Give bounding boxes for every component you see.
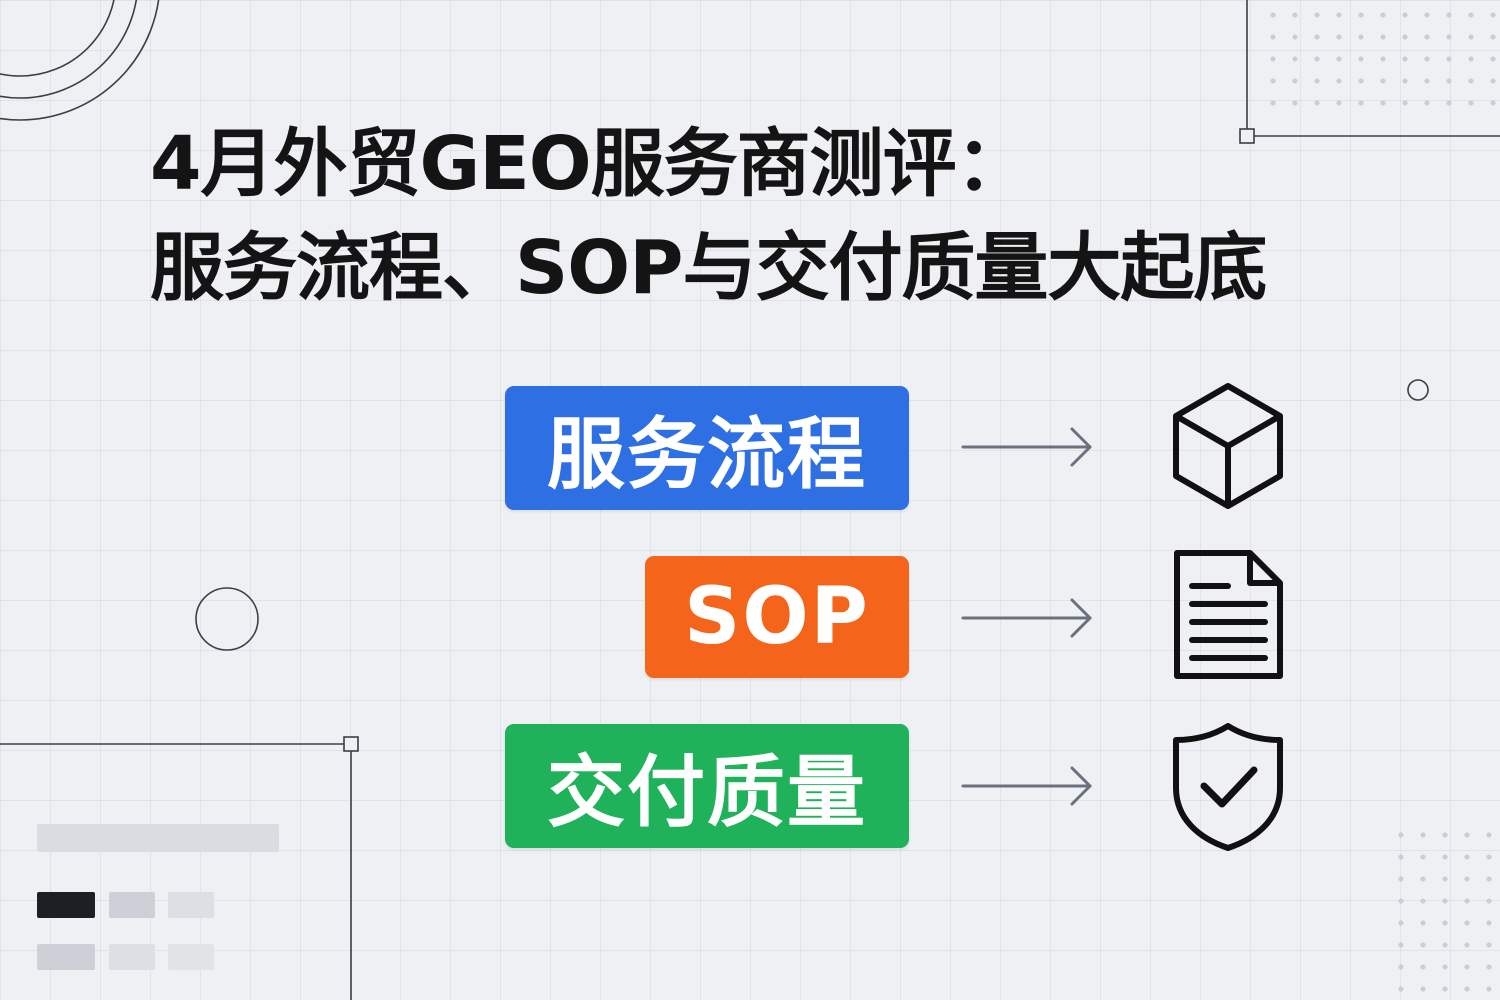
skeleton-bar — [168, 892, 214, 918]
title-line-2: 服务流程、SOP与交付质量大起底 — [150, 225, 1267, 311]
cube-icon — [1173, 383, 1283, 509]
document-icon — [1174, 550, 1283, 679]
arrow-right-icon — [961, 766, 1092, 806]
skeleton-bar — [37, 944, 95, 970]
decorative-dot-grid-bottom-right — [1390, 824, 1500, 1000]
skeleton-bar — [109, 944, 155, 970]
title-line-1: 4月外贸GEO服务商测评： — [150, 121, 1030, 207]
skeleton-bar — [168, 944, 214, 970]
shield-check-icon — [1173, 723, 1283, 851]
skeleton-bar — [37, 824, 279, 852]
page-title: 4月外贸GEO服务商测评： 服务流程、SOP与交付质量大起底 — [150, 112, 1400, 320]
decorative-dot-grid-top-right — [1262, 4, 1498, 122]
delivery-quality-label: 交付质量 — [505, 724, 909, 848]
arrow-right-icon — [961, 427, 1092, 467]
service-process-label: 服务流程 — [505, 386, 909, 510]
sop-label: SOP — [645, 556, 909, 678]
skeleton-bar — [37, 892, 95, 918]
skeleton-bar — [109, 892, 155, 918]
arrow-right-icon — [961, 598, 1092, 638]
